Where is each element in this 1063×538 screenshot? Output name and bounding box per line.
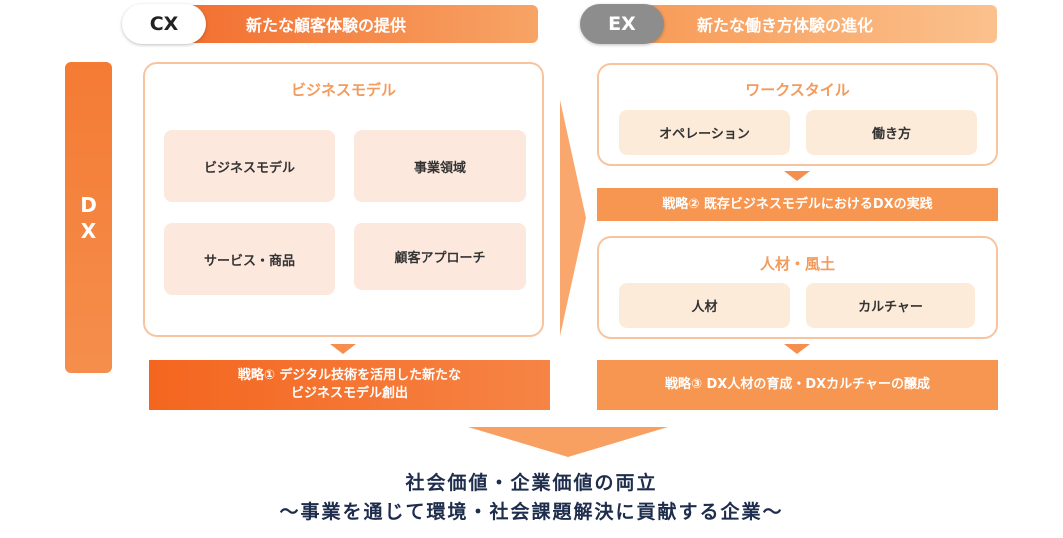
strategy-2-box: 戦略② 既存ビジネスモデルにおけるDXの実践	[597, 188, 998, 221]
cell-service-product: サービス・商品	[164, 223, 335, 295]
cx-header-bar: 新たな顧客体験の提供	[148, 5, 538, 43]
cx-title: 新たな顧客体験の提供	[246, 16, 407, 35]
dx-letter-d: D	[80, 192, 97, 217]
ex-badge: EX	[580, 4, 664, 44]
dx-bar: D X	[65, 62, 112, 373]
strategy-1-line2: ビジネスモデル創出	[290, 386, 408, 401]
cell-business-domain: 事業領域	[354, 130, 526, 202]
cx-badge: CX	[122, 4, 206, 44]
cell-business-model: ビジネスモデル	[164, 130, 335, 202]
cell-culture: カルチャー	[806, 283, 975, 328]
dx-letter-x: X	[80, 218, 97, 243]
workstyle-title: ワークスタイル	[745, 81, 850, 99]
talent-title: 人材・風土	[759, 255, 835, 273]
cell-customer-approach: 顧客アプローチ	[354, 223, 526, 290]
strategy-1-line1: 戦略① デジタル技術を活用した新たな	[237, 368, 462, 383]
strategy-3-box: 戦略③ DX人材の育成・DXカルチャーの醸成	[597, 360, 998, 410]
business-model-title: ビジネスモデル	[290, 81, 396, 99]
cell-workstyle: 働き方	[806, 110, 977, 155]
ex-title: 新たな働き方体験の進化	[697, 16, 874, 35]
conclusion-line2: 〜事業を通じて環境・社会課題解決に貢献する企業〜	[279, 501, 784, 523]
cell-talent: 人材	[619, 283, 790, 328]
right-arrow	[560, 100, 586, 336]
arrow-down-strategy2	[784, 171, 810, 181]
ex-header-bar: 新たな働き方体験の進化	[605, 5, 997, 43]
cell-operation: オペレーション	[619, 110, 790, 155]
bottom-arrow	[468, 427, 668, 457]
arrow-down-strategy3	[784, 344, 810, 354]
conclusion-line1: 社会価値・企業価値の両立	[405, 472, 658, 494]
strategy-1-box: 戦略① デジタル技術を活用した新たな ビジネスモデル創出	[149, 360, 550, 410]
arrow-down-strategy1	[330, 344, 356, 354]
conclusion: 社会価値・企業価値の両立 〜事業を通じて環境・社会課題解決に貢献する企業〜	[0, 469, 1063, 527]
